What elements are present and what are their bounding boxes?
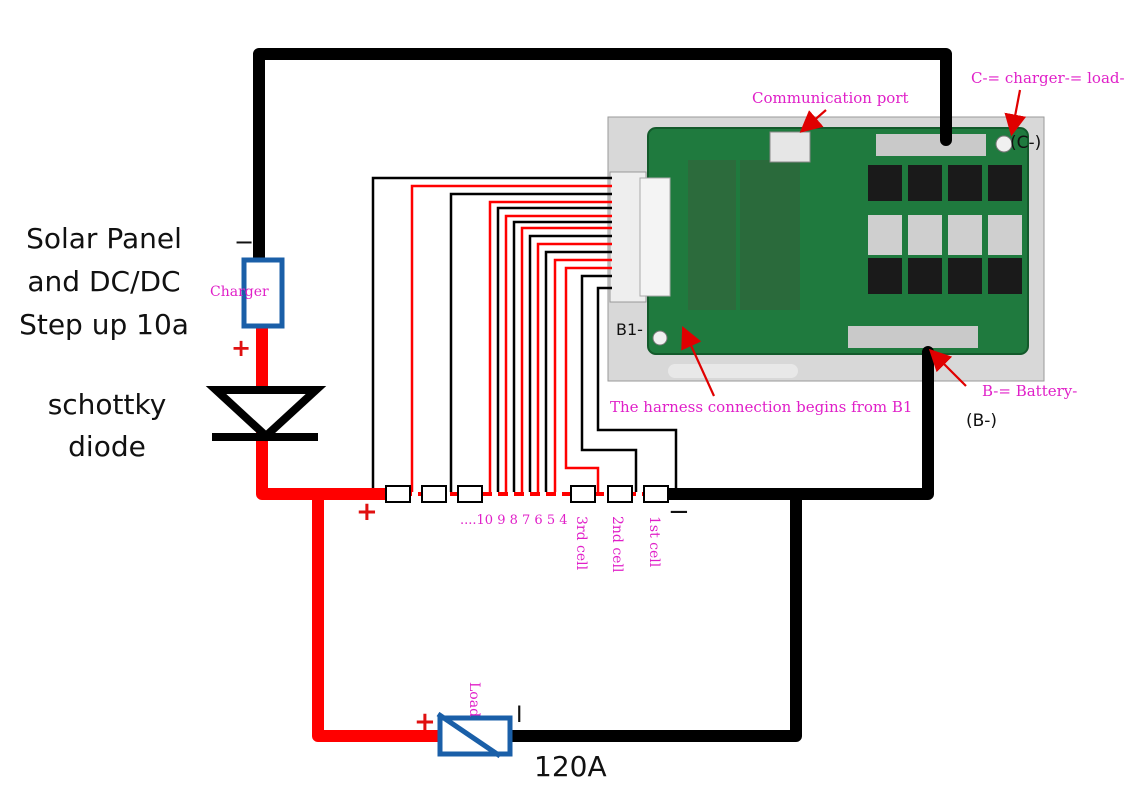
- load-pipe-sign: I: [516, 703, 523, 728]
- charger-component: [241, 257, 285, 329]
- c-minus-tag: (C-): [1010, 133, 1041, 153]
- harness-note: The harness connection begins from B1: [610, 398, 912, 416]
- pack-plus-sign: +: [356, 497, 378, 527]
- schottky-diode-symbol: [205, 386, 327, 442]
- cell-numbers-label: ....10 9 8 7 6 5 4: [460, 513, 568, 528]
- solar-label-line3: Step up 10a: [19, 308, 189, 341]
- bms-board-photo: [607, 116, 1045, 382]
- connector-pins: [639, 177, 671, 297]
- load-label: Load: [466, 682, 482, 717]
- cell-2-label: 2nd cell: [609, 516, 625, 573]
- pack-minus-sign: −: [668, 497, 690, 527]
- b-minus-note: B-= Battery-: [982, 382, 1077, 400]
- diode-label-line1: schottky: [48, 388, 167, 421]
- battery-negative-wire: [660, 346, 934, 500]
- solar-label-line1: Solar Panel: [26, 222, 182, 255]
- charger-label: Charger: [210, 284, 269, 300]
- solar-label-line2: and DC/DC: [27, 265, 180, 298]
- communication-port-label: Communication port: [752, 89, 909, 107]
- c-minus-note: C-= charger-= load-: [971, 69, 1125, 87]
- cell-1-label: 1st cell: [646, 516, 662, 568]
- positive-wire: [256, 320, 450, 742]
- harness-wires: [371, 176, 678, 492]
- charger-negative-wire: [253, 48, 952, 266]
- charger-plus-sign: +: [231, 334, 251, 362]
- load-plus-sign: +: [414, 707, 436, 737]
- current-label: 120A: [534, 750, 607, 783]
- cell-string: [385, 485, 669, 503]
- diode-label-line2: diode: [68, 430, 146, 463]
- annotation-arrows: [681, 89, 1027, 397]
- b1-tag: B1-: [616, 320, 643, 339]
- charger-minus-sign: −: [234, 228, 254, 256]
- cell-3-label: 3rd cell: [573, 516, 589, 571]
- mosfet-array: [868, 165, 1022, 294]
- load-component: [436, 711, 513, 759]
- b-minus-tag: (B-): [966, 411, 997, 431]
- load-negative-wire: [504, 488, 802, 742]
